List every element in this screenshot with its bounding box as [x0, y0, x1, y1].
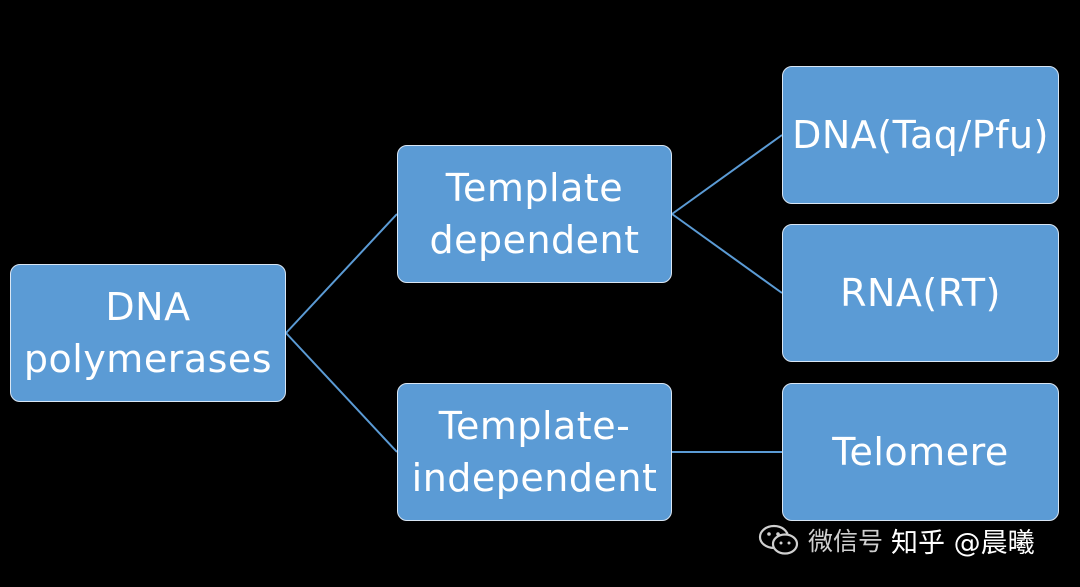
- node-rna-rt: RNA(RT): [782, 224, 1059, 362]
- node-template-independent: Template- independent: [397, 383, 672, 521]
- node-label: Telomere: [832, 430, 1009, 474]
- edge-template-dependent-rna: [671, 213, 783, 294]
- edge-template-dependent-dna: [671, 134, 783, 215]
- node-telomere: Telomere: [782, 383, 1059, 521]
- node-dna-polymerases: DNA polymerases: [10, 264, 286, 402]
- node-label: Template- independent: [411, 404, 658, 500]
- watermark-text-wechat: 微信号: [808, 527, 884, 556]
- node-label: Template dependent: [429, 166, 640, 262]
- node-template-dependent: Template dependent: [397, 145, 672, 283]
- watermark: 微信号 知乎 @晨曦: [758, 520, 1035, 560]
- node-dna-taq-pfu: DNA(Taq/Pfu): [782, 66, 1059, 204]
- watermark-text-zhihu: 知乎 @晨曦: [891, 527, 1035, 559]
- wechat-icon: [758, 524, 799, 555]
- edge-root-template-independent: [285, 332, 398, 453]
- edge-root-template-dependent: [285, 213, 398, 334]
- node-label: DNA polymerases: [23, 285, 273, 381]
- node-label: RNA(RT): [840, 271, 1001, 315]
- node-label: DNA(Taq/Pfu): [792, 113, 1049, 157]
